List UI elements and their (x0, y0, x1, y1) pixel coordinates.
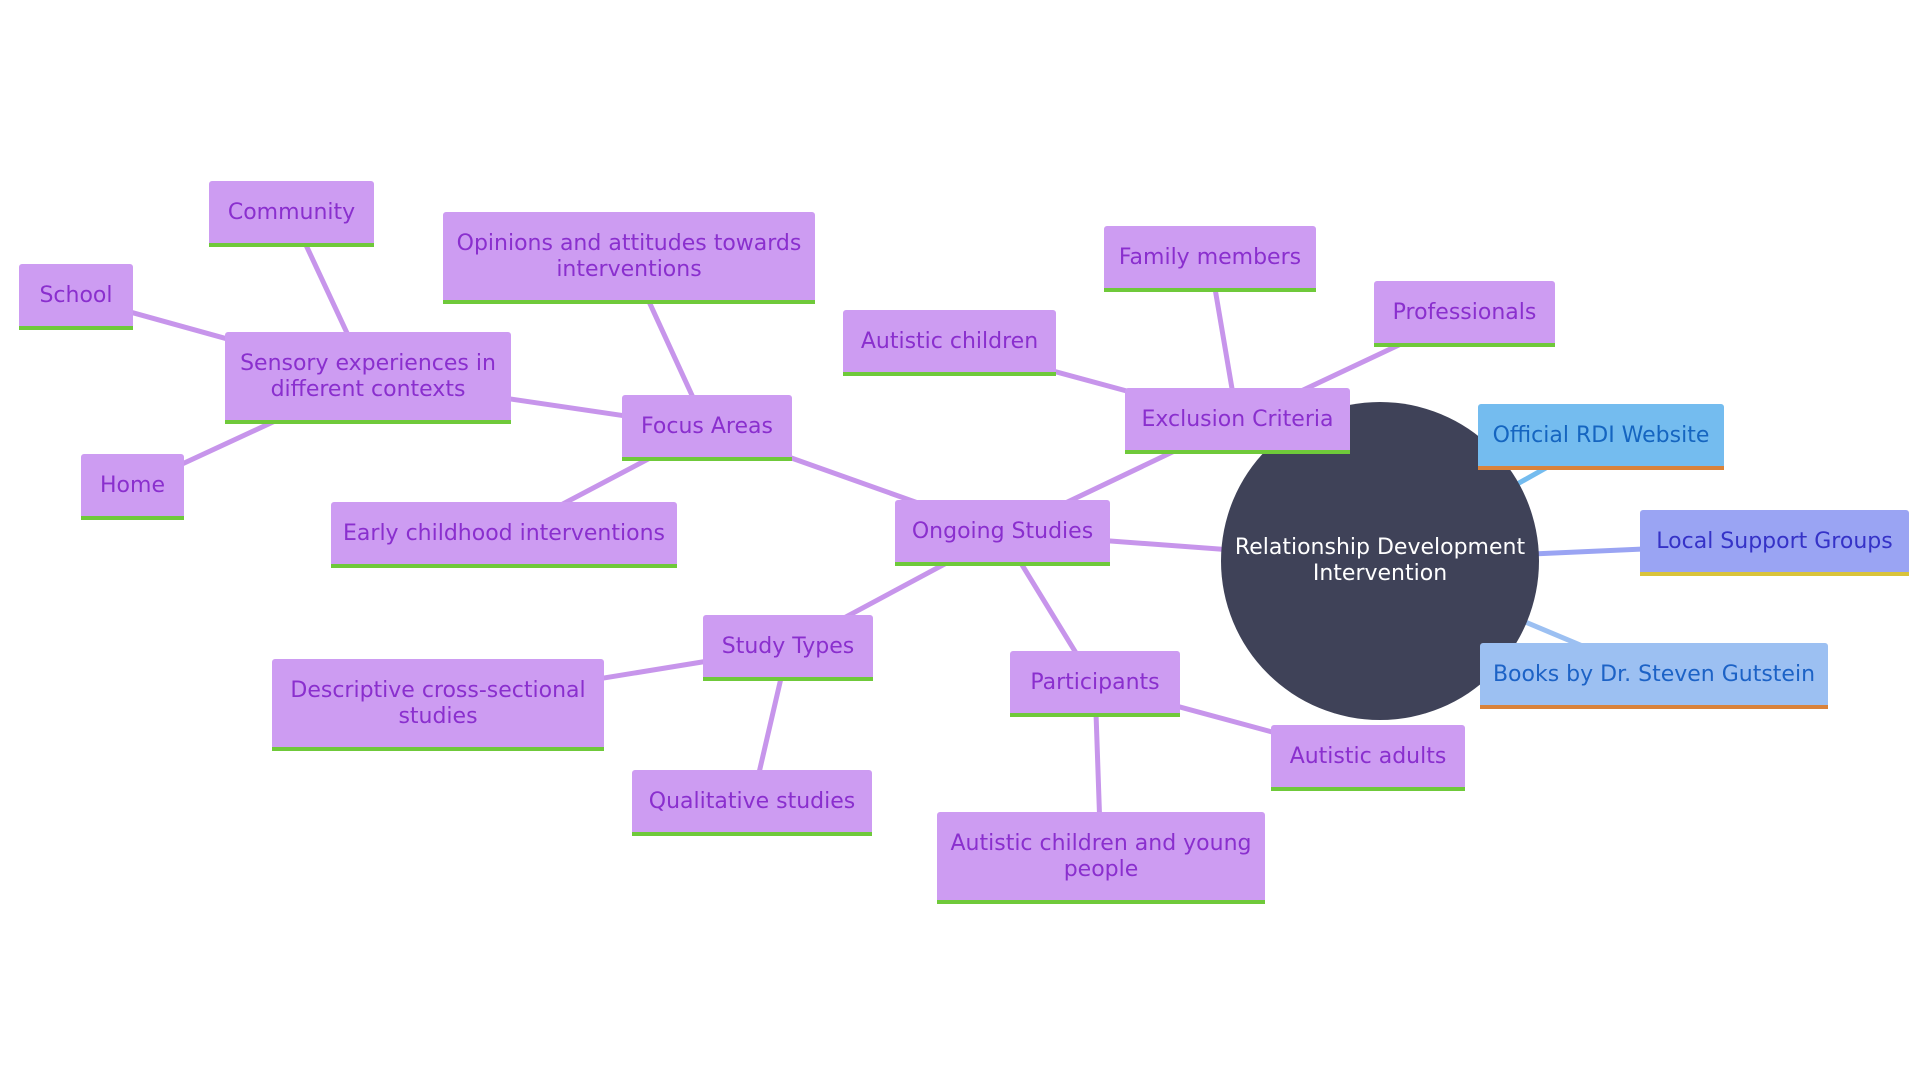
root-node-circle (1221, 402, 1539, 720)
node-label-line: Study Types (722, 634, 855, 659)
node-label-line: Autistic children and young (951, 831, 1252, 856)
node-label-line: Official RDI Website (1493, 423, 1710, 448)
node-label-line: Professionals (1393, 300, 1537, 325)
node-underline (443, 300, 815, 304)
node-box (1271, 725, 1465, 791)
node-school[interactable]: School (19, 264, 133, 330)
node-underline (272, 747, 604, 751)
root-node-label-line: Intervention (1313, 561, 1447, 586)
node-underline (1640, 572, 1909, 576)
node-underline (1125, 450, 1350, 454)
node-label-line: studies (398, 704, 477, 729)
node-underline (1374, 343, 1555, 347)
node-label-line: Ongoing Studies (912, 519, 1093, 544)
node-label-line: School (39, 283, 112, 308)
node-professionals[interactable]: Professionals (1374, 281, 1555, 347)
node-qualitative-studies[interactable]: Qualitative studies (632, 770, 872, 836)
node-box (443, 212, 815, 304)
node-ongoing-studies[interactable]: Ongoing Studies (895, 500, 1110, 566)
node-label-line: people (1064, 857, 1139, 882)
node-label-line: Qualitative studies (649, 789, 855, 814)
node-box (1374, 281, 1555, 347)
node-label-line: Home (100, 473, 165, 498)
node-label-line: Family members (1119, 245, 1301, 270)
node-underline (225, 420, 511, 424)
node-label-line: Autistic adults (1290, 744, 1447, 769)
node-family-members[interactable]: Family members (1104, 226, 1316, 292)
node-label-line: Opinions and attitudes towards (457, 231, 802, 256)
node-label-line: Books by Dr. Steven Gutstein (1493, 662, 1815, 687)
node-label-line: Descriptive cross-sectional (290, 678, 585, 703)
node-opinions-attitudes[interactable]: Opinions and attitudes towardsinterventi… (443, 212, 815, 304)
node-box (331, 502, 677, 568)
node-label-line: Early childhood interventions (343, 521, 665, 546)
node-underline (632, 832, 872, 836)
node-label-line: interventions (556, 257, 701, 282)
node-underline (19, 326, 133, 330)
node-underline (1271, 787, 1465, 791)
node-books-gutstein[interactable]: Books by Dr. Steven Gutstein (1480, 643, 1828, 709)
node-underline (1010, 713, 1180, 717)
node-underline (622, 457, 792, 461)
node-autistic-children[interactable]: Autistic children (843, 310, 1056, 376)
node-community[interactable]: Community (209, 181, 374, 247)
node-underline (331, 564, 677, 568)
node-underline (81, 516, 184, 520)
node-box (1104, 226, 1316, 292)
node-underline (1104, 288, 1316, 292)
node-official-rdi-website[interactable]: Official RDI Website (1478, 404, 1724, 470)
node-label-line: different contexts (271, 377, 466, 402)
node-box (272, 659, 604, 751)
node-box (895, 500, 1110, 566)
node-participants[interactable]: Participants (1010, 651, 1180, 717)
node-label-line: Participants (1030, 670, 1159, 695)
node-box (1480, 643, 1828, 709)
node-underline (1478, 466, 1724, 470)
node-box (81, 454, 184, 520)
node-home[interactable]: Home (81, 454, 184, 520)
node-underline (843, 372, 1056, 376)
node-box (1640, 510, 1909, 576)
node-underline (1480, 705, 1828, 709)
node-box (1125, 388, 1350, 454)
node-box (937, 812, 1265, 904)
node-label-line: Community (228, 200, 355, 225)
node-box (1010, 651, 1180, 717)
node-local-support-groups[interactable]: Local Support Groups (1640, 510, 1909, 576)
node-study-types[interactable]: Study Types (703, 615, 873, 681)
node-box (225, 332, 511, 424)
node-focus-areas[interactable]: Focus Areas (622, 395, 792, 461)
node-box (843, 310, 1056, 376)
node-exclusion-criteria[interactable]: Exclusion Criteria (1125, 388, 1350, 454)
node-box (1478, 404, 1724, 470)
node-underline (895, 562, 1110, 566)
node-box (209, 181, 374, 247)
node-early-childhood[interactable]: Early childhood interventions (331, 502, 677, 568)
node-underline (937, 900, 1265, 904)
node-underline (703, 677, 873, 681)
root-node-label-line: Relationship Development (1235, 535, 1526, 560)
node-underline (209, 243, 374, 247)
node-autistic-adults[interactable]: Autistic adults (1271, 725, 1465, 791)
node-label-line: Local Support Groups (1656, 529, 1892, 554)
node-label-line: Autistic children (861, 329, 1038, 354)
node-box (19, 264, 133, 330)
node-box (622, 395, 792, 461)
node-label-line: Sensory experiences in (240, 351, 496, 376)
node-label-line: Focus Areas (641, 414, 773, 439)
node-label-line: Exclusion Criteria (1142, 407, 1334, 432)
node-box (632, 770, 872, 836)
node-box (703, 615, 873, 681)
